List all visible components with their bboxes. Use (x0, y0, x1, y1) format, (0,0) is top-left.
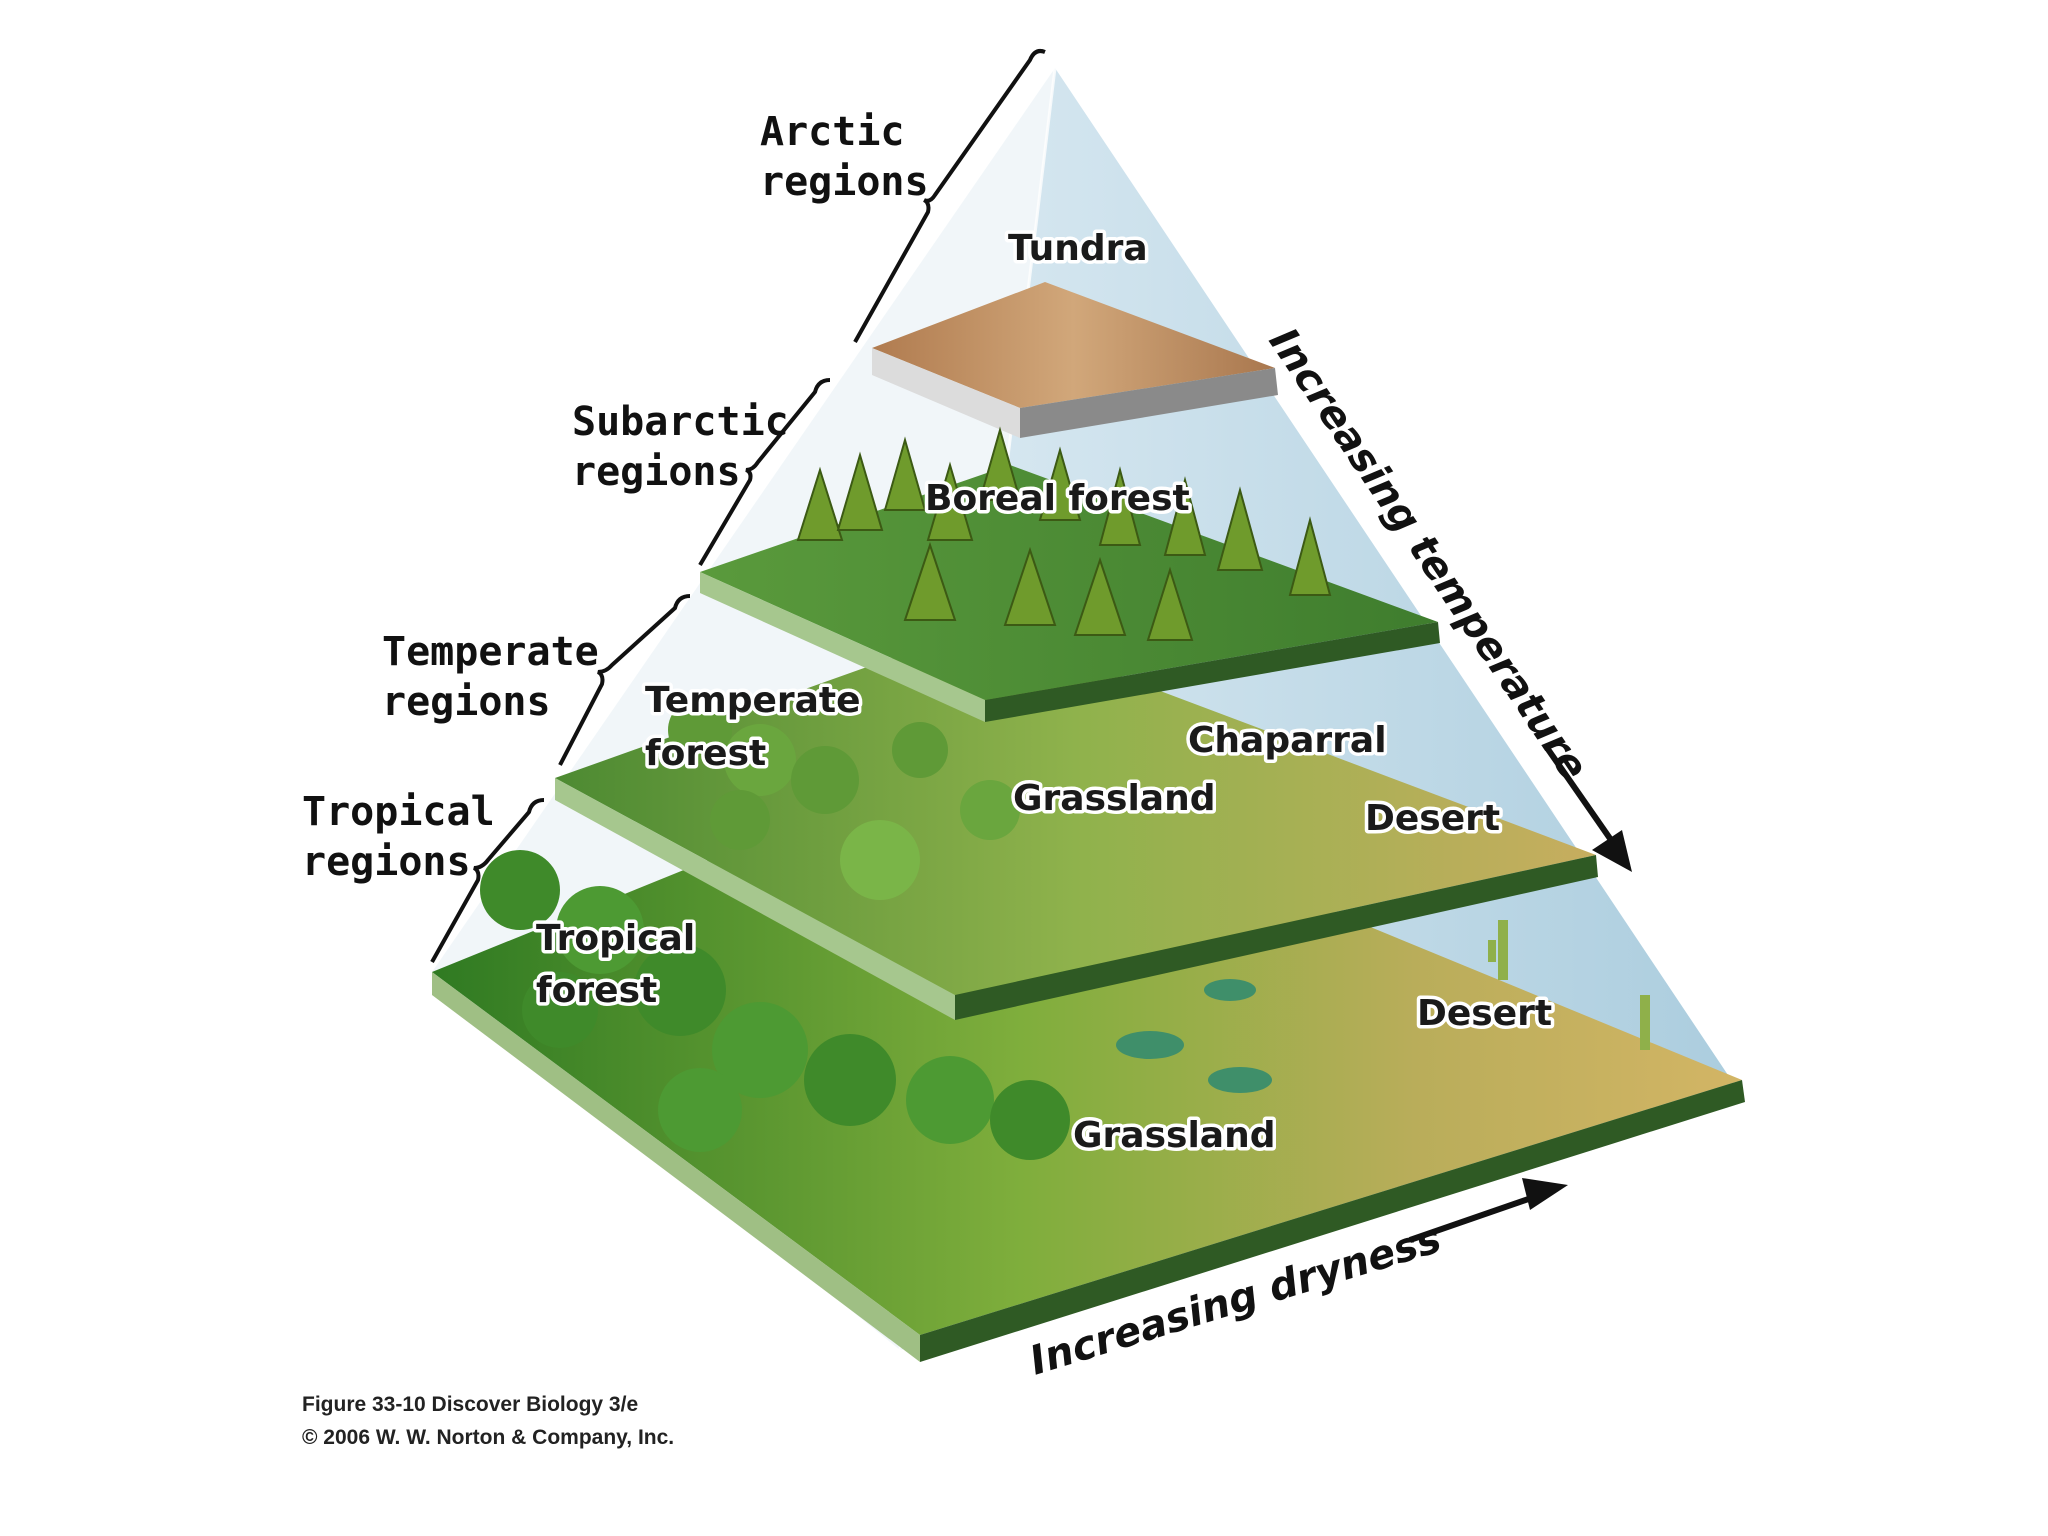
caption-line-2: © 2006 W. W. Norton & Company, Inc. (302, 1421, 674, 1454)
biome-label-chaparral: Chaparral (1188, 720, 1387, 761)
caption-line-1: Figure 33-10 Discover Biology 3/e (302, 1388, 674, 1421)
biome-label-grassland-tropical: Grassland (1073, 1115, 1275, 1156)
biome-label-temperate-forest-line2: forest (645, 733, 766, 774)
label-subarctic-line1: Subarctic (572, 399, 789, 445)
biome-label-desert-temperate: Desert (1365, 798, 1500, 839)
biome-label-tropical-forest-line2: forest (536, 970, 657, 1011)
label-temperate-line1: Temperate (382, 629, 599, 675)
label-arctic-line2: regions (760, 159, 929, 205)
biome-label-boreal-forest: Boreal forest (925, 478, 1190, 519)
biome-label-grassland-temperate: Grassland (1013, 778, 1215, 819)
label-subarctic-line2: regions (572, 449, 741, 495)
biome-label-tundra: Tundra (1008, 228, 1148, 269)
label-arctic-line1: Arctic (760, 109, 905, 155)
figure-caption: Figure 33-10 Discover Biology 3/e © 2006… (302, 1388, 674, 1454)
biome-label-temperate-forest-line1: Temperate (645, 680, 861, 721)
label-tropical-line2: regions (302, 839, 471, 885)
label-tropical-line1: Tropical (302, 789, 495, 835)
label-temperate-line2: regions (382, 679, 551, 725)
biome-label-desert-tropical: Desert (1417, 993, 1552, 1034)
biome-label-tropical-forest-line1: Tropical (536, 918, 695, 959)
